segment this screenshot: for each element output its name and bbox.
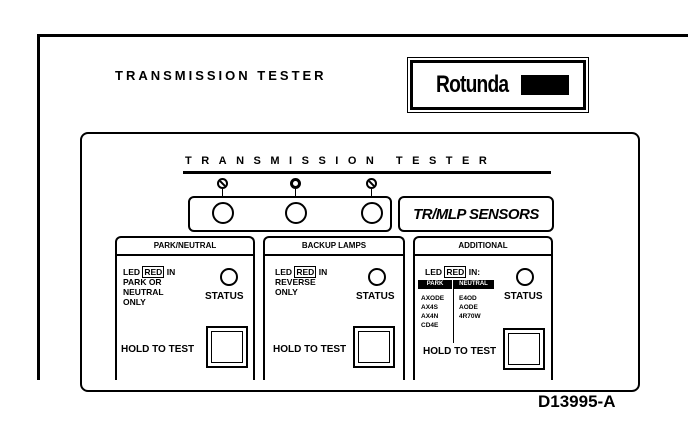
divider: [453, 288, 454, 343]
logo-text: Rotunda: [435, 71, 509, 98]
tab-park: PARK: [426, 281, 444, 287]
status-light: [368, 268, 386, 286]
sensor-led-1-icon: [217, 178, 228, 189]
sensors-label: TR/MLP SENSORS: [398, 196, 554, 232]
status-light: [220, 268, 238, 286]
section-additional: ADDITIONAL LED RED IN: PARK NEUTRAL AXOD…: [413, 236, 553, 380]
stem: [295, 189, 296, 196]
section-header: PARK/NEUTRAL: [117, 238, 253, 256]
tester-panel: [80, 132, 640, 392]
panel-title: TRANSMISSION TESTER: [185, 155, 497, 167]
sensor-bar: [188, 196, 392, 232]
section-header: ADDITIONAL: [415, 238, 551, 256]
section-header: BACKUP LAMPS: [265, 238, 403, 256]
status-label: STATUS: [205, 291, 244, 302]
stem: [222, 189, 223, 196]
hold-label: HOLD TO TEST: [423, 346, 497, 357]
led-description: LED RED IN:: [425, 266, 481, 278]
rotunda-logo: Rotunda: [407, 57, 589, 113]
sensor-led-2-icon: [290, 178, 301, 189]
outer-frame-top: [37, 34, 688, 37]
title-underline: [183, 171, 551, 174]
hold-to-test-button[interactable]: [353, 326, 395, 368]
hold-label: HOLD TO TEST: [121, 344, 195, 355]
sensor-light-1: [212, 202, 234, 224]
sensor-light-2: [285, 202, 307, 224]
sensor-light-3: [361, 202, 383, 224]
sensor-led-3-icon: [366, 178, 377, 189]
outer-frame-left: [37, 34, 40, 380]
device-title: TRANSMISSION TESTER: [115, 68, 327, 83]
tab-neutral: NEUTRAL: [452, 280, 494, 289]
stem: [371, 189, 372, 196]
status-label: STATUS: [504, 291, 543, 302]
hold-label: HOLD TO TEST: [273, 344, 347, 355]
logo-badge: [521, 75, 570, 95]
hold-to-test-button[interactable]: [503, 328, 545, 370]
status-light: [516, 268, 534, 286]
figure-caption: D13995-A: [538, 392, 616, 411]
hold-to-test-button[interactable]: [206, 326, 248, 368]
park-neutral-tabs: PARK NEUTRAL: [418, 280, 494, 289]
status-label: STATUS: [356, 291, 395, 302]
